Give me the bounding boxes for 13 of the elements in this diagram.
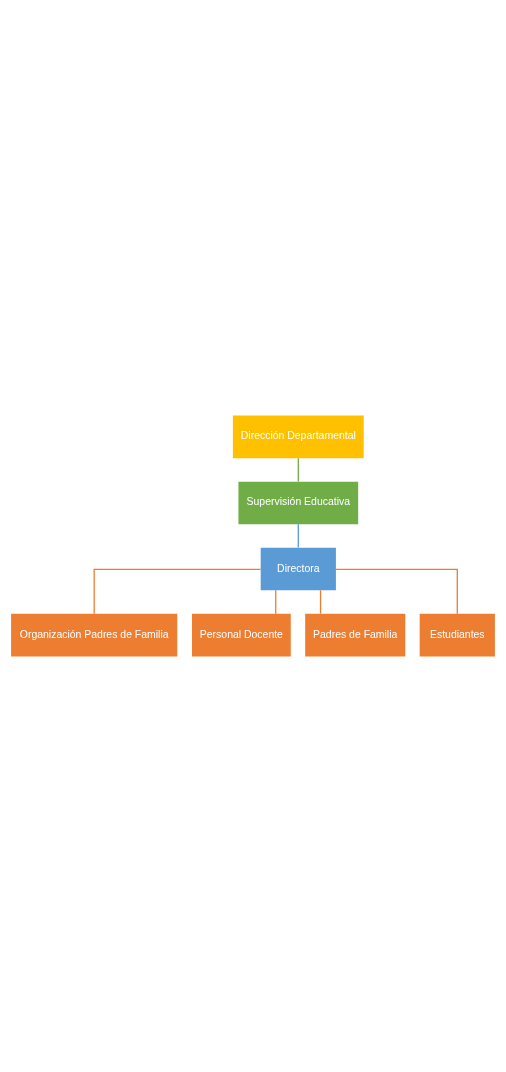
node-box: Padres de Familia xyxy=(305,613,406,657)
connector xyxy=(335,568,458,615)
node-box: Directora xyxy=(260,547,336,591)
node-box: Estudiantes xyxy=(419,613,495,657)
node-box: Personal Docente xyxy=(192,613,291,657)
node-box: Supervisión Educativa xyxy=(238,481,359,525)
node-box: Organización Padres de Familia xyxy=(11,613,178,657)
connector xyxy=(319,589,322,615)
node-box: Dirección Departamental xyxy=(232,415,364,459)
connector xyxy=(297,457,299,483)
connector xyxy=(275,589,277,615)
connector xyxy=(93,568,262,615)
connector xyxy=(297,523,299,549)
